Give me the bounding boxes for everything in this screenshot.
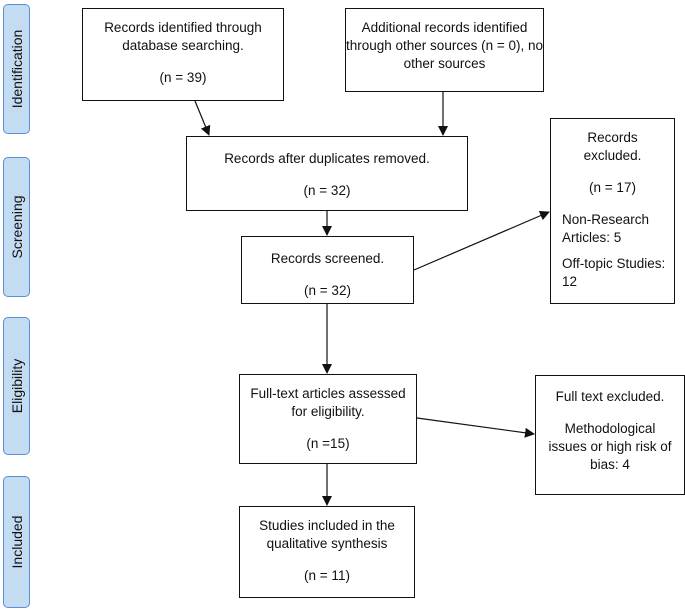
other-sources-line-3: other sources — [403, 56, 486, 71]
full-text-line-1: Full-text articles assessed — [250, 386, 406, 401]
records-excluded-line-1: Records — [587, 130, 638, 145]
records-screened-count: (n = 32) — [304, 283, 351, 298]
database-line-1: Records identified through — [104, 20, 262, 35]
arrow-database-to-duplicates — [194, 100, 211, 136]
studies-included-line-1: Studies included in the — [259, 518, 395, 533]
records-excluded-reason-2b: 12 — [562, 274, 578, 289]
full-text-excluded-line-2: Methodological — [564, 421, 656, 436]
studies-included-line-2: qualitative synthesis — [266, 536, 388, 551]
full-text-box: Full-text articles assessed for eligibil… — [239, 374, 417, 464]
records-excluded-reason-1a: Non-Research — [562, 212, 650, 227]
records-excluded-reason-1b: Articles: 5 — [562, 230, 622, 245]
duplicates-removed-box: Records after duplicates removed. (n = 3… — [186, 136, 468, 211]
full-text-excluded-line-4: bias: 4 — [590, 457, 630, 472]
records-excluded-reason-2a: Off-topic Studies: — [562, 256, 666, 271]
full-text-excluded-box: Full text excluded. Methodological issue… — [535, 375, 685, 495]
duplicates-removed-line-1: Records after duplicates removed. — [224, 151, 430, 166]
database-count: (n = 39) — [159, 70, 207, 85]
phase-eligibility: Eligibility — [3, 317, 30, 455]
full-text-excluded-line-3: issues or high risk of — [548, 439, 672, 454]
records-excluded-line-2: excluded. — [583, 148, 642, 163]
full-text-excluded-line-1: Full text excluded. — [555, 389, 665, 404]
studies-included-box: Studies included in the qualitative synt… — [239, 506, 415, 598]
duplicates-removed-count: (n = 32) — [303, 183, 351, 198]
records-screened-box: Records screened. (n = 32) — [241, 236, 414, 304]
arrow-fulltext-to-excluded — [416, 417, 535, 438]
studies-included-count: (n = 11) — [304, 568, 350, 583]
arrow-screened-to-excluded — [413, 210, 550, 271]
records-screened-line-1: Records screened. — [270, 251, 385, 266]
full-text-count: (n =15) — [306, 436, 350, 451]
records-excluded-count: (n = 17) — [589, 180, 636, 195]
other-sources-line-2: through other sources (n = 0), no — [346, 38, 543, 53]
database-line-2: database searching. — [122, 38, 244, 53]
phase-included: Included — [3, 476, 30, 608]
other-sources-box: Additional records identified through ot… — [345, 8, 544, 92]
records-excluded-box: Records excluded. (n = 17) Non-Research … — [550, 118, 675, 304]
other-sources-line-1: Additional records identified — [361, 20, 528, 35]
full-text-line-2: for eligibility. — [291, 404, 365, 419]
phase-screening: Screening — [3, 157, 30, 297]
database-records-box: Records identified through database sear… — [82, 8, 284, 101]
phase-identification: Identification — [3, 4, 30, 134]
